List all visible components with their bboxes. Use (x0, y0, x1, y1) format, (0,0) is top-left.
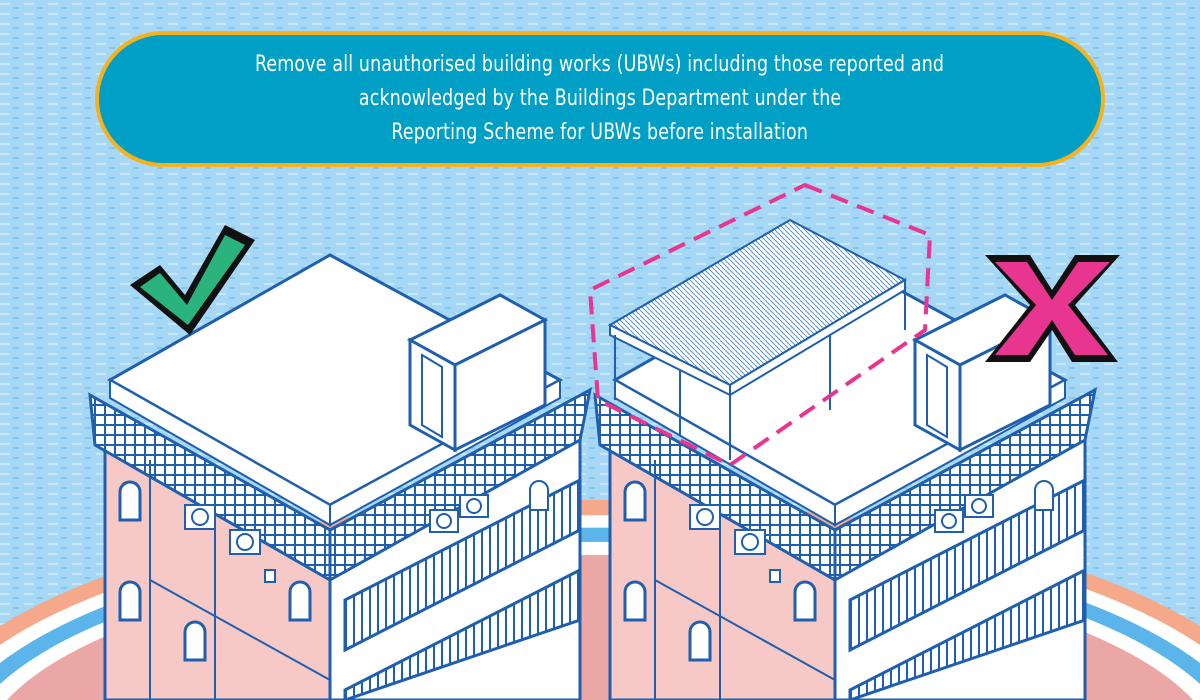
check-icon (130, 225, 255, 335)
unauthorised-canopy (607, 218, 908, 460)
banner-line-1: Remove all unauthorised building works (… (255, 52, 945, 77)
banner-line-3: Reporting Scheme for UBWs before install… (391, 120, 809, 145)
banner-line-2: acknowledged by the Buildings Department… (358, 86, 842, 111)
building-compliant (88, 253, 593, 700)
instruction-banner: Remove all unauthorised building works (… (95, 31, 1105, 167)
cross-icon (985, 255, 1120, 362)
